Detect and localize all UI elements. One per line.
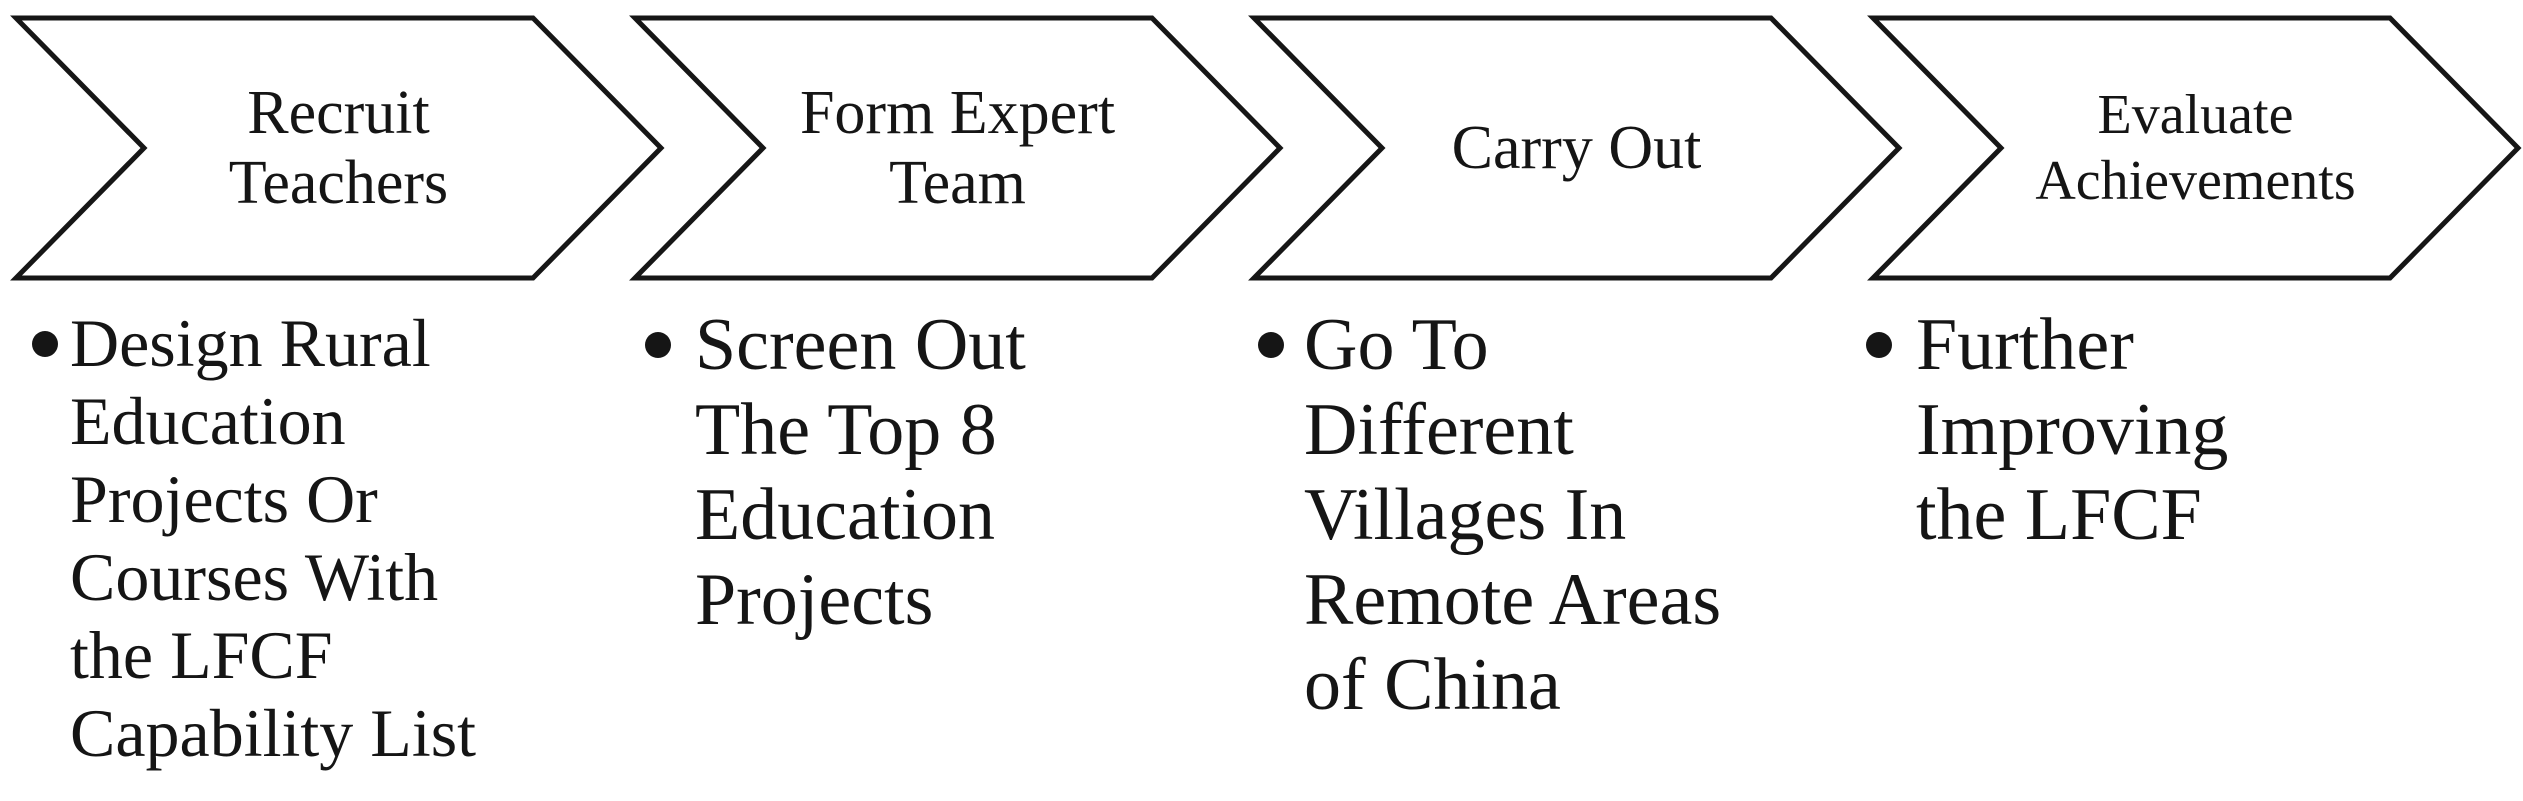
bullet-icon <box>32 331 58 357</box>
chevron-title-form-expert-team: Form Expert Team <box>799 79 1116 217</box>
chevron-title-carry-out: Carry Out <box>1451 114 1702 182</box>
chevron-title-recruit-teachers: Recruit Teachers <box>228 79 449 217</box>
chevron-shape-3 <box>1248 15 1903 281</box>
step-detail-carry-out: Go To Different Villages In Remote Areas… <box>1258 303 1794 728</box>
step-detail-evaluate-achievements: Further Improving the LFCF <box>1866 303 2376 558</box>
step-detail-text: Go To Different Villages In Remote Areas… <box>1304 304 1722 726</box>
step-detail-form-expert-team: Screen Out The Top 8 Education Projects <box>645 303 1175 643</box>
step-detail-text: Design Rural Education Projects Or Cours… <box>70 305 477 771</box>
chevron-title-evaluate-achievements: Evaluate Achievements <box>2035 84 2356 212</box>
chevron-shape-4 <box>1867 15 2522 281</box>
bullet-icon <box>1866 332 1892 358</box>
step-detail-recruit-teachers: Design Rural Education Projects Or Cours… <box>32 304 520 772</box>
bullet-icon <box>1258 332 1284 358</box>
chevron-shape-2 <box>629 15 1284 281</box>
step-detail-text: Screen Out The Top 8 Education Projects <box>695 304 1026 641</box>
chevron-shape-1 <box>10 15 665 281</box>
step-detail-text: Further Improving the LFCF <box>1916 304 2229 556</box>
bullet-icon <box>645 332 671 358</box>
